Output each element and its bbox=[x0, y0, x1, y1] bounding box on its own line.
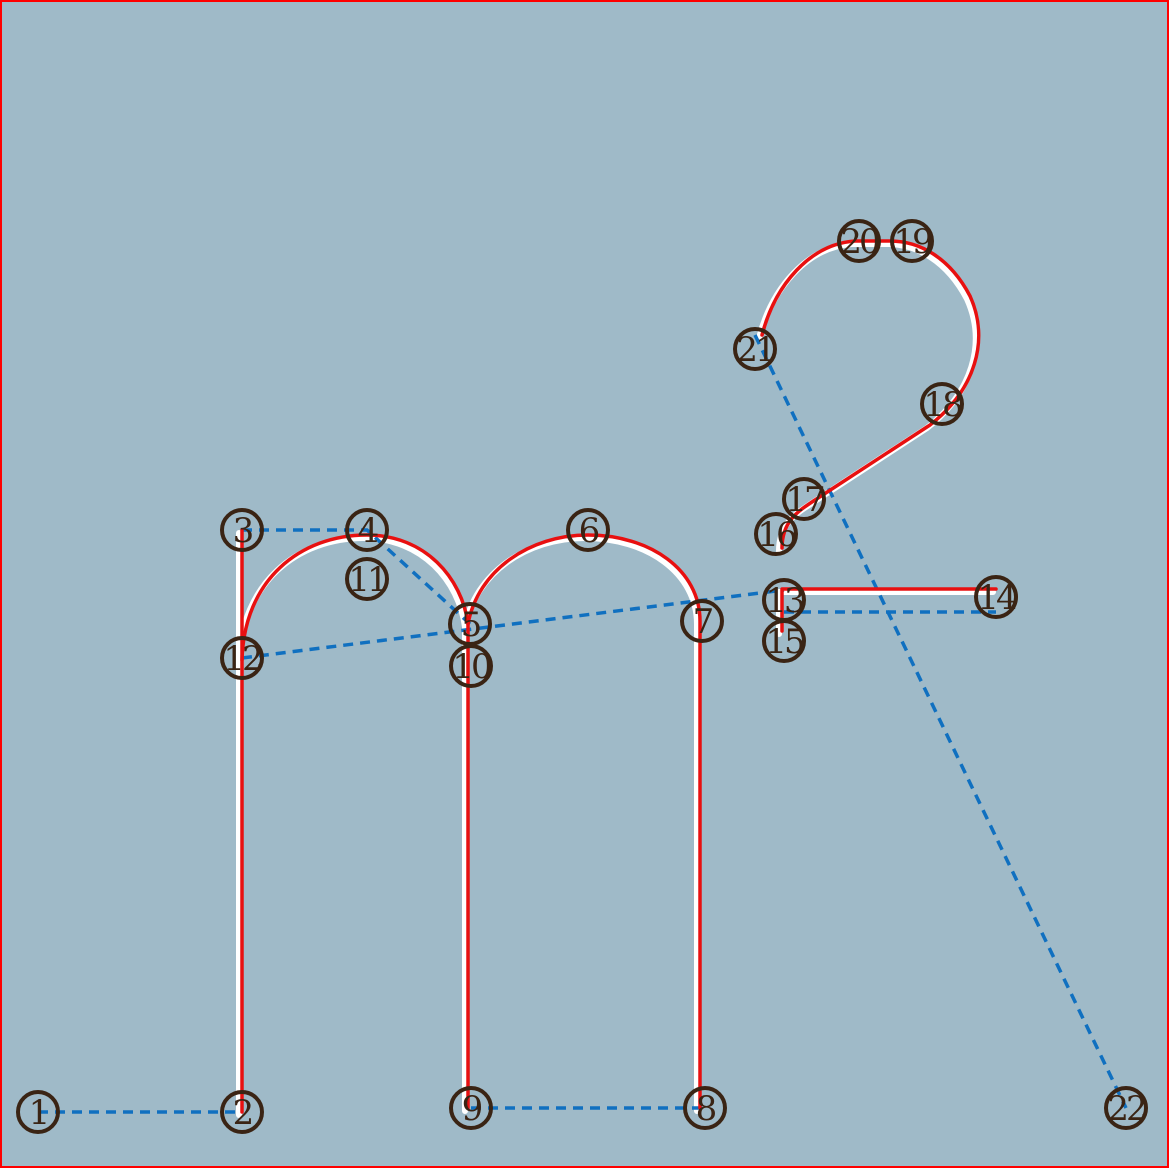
node-label: 22 bbox=[1107, 1089, 1145, 1129]
node-circle bbox=[220, 1090, 264, 1134]
node-label: 17 bbox=[785, 480, 824, 520]
node-label: 10 bbox=[452, 647, 491, 687]
node-label: 15 bbox=[765, 622, 804, 662]
node-label: 20 bbox=[840, 222, 879, 262]
node-label: 7 bbox=[693, 602, 713, 642]
node-19: 19 bbox=[890, 219, 935, 263]
pen-up-path-layer bbox=[38, 334, 1128, 1114]
node-circle bbox=[448, 602, 492, 646]
node-5: 5 bbox=[448, 602, 492, 646]
node-4: 4 bbox=[345, 508, 389, 552]
node-8: 8 bbox=[683, 1086, 727, 1130]
node-17: 17 bbox=[782, 477, 827, 521]
node-circle bbox=[449, 644, 493, 688]
node-6: 6 bbox=[566, 508, 610, 552]
node-circle bbox=[920, 382, 964, 426]
node-label: 1 bbox=[29, 1093, 48, 1133]
stroke-second-arch bbox=[466, 533, 702, 1110]
node-12: 12 bbox=[220, 636, 264, 680]
node-3: 3 bbox=[220, 508, 264, 552]
node-circle bbox=[16, 1090, 60, 1134]
node-circle bbox=[566, 508, 610, 552]
node-label: 3 bbox=[233, 511, 253, 551]
node-label: 2 bbox=[233, 1093, 252, 1133]
node-21: 21 bbox=[733, 327, 777, 371]
stroke-loop bbox=[760, 239, 981, 550]
node-label: 8 bbox=[696, 1089, 716, 1129]
node-label: 14 bbox=[977, 578, 1016, 618]
node-11: 11 bbox=[345, 557, 389, 601]
node-circle bbox=[683, 1086, 727, 1130]
node-15: 15 bbox=[762, 619, 807, 663]
jump-3-4-5 bbox=[242, 528, 472, 626]
node-label: 19 bbox=[893, 222, 932, 262]
node-circle bbox=[220, 508, 264, 552]
node-label: 9 bbox=[462, 1089, 482, 1129]
stroke-first-arch bbox=[240, 533, 470, 1110]
jump-21-22 bbox=[753, 334, 1128, 1109]
node-1: 1 bbox=[16, 1090, 60, 1134]
node-label: 4 bbox=[358, 511, 378, 551]
node-13: 13 bbox=[762, 578, 807, 622]
node-circle bbox=[449, 1086, 493, 1130]
node-circle bbox=[733, 327, 777, 371]
node-10: 10 bbox=[449, 644, 494, 688]
node-circle bbox=[974, 575, 1018, 619]
node-label: 6 bbox=[579, 511, 599, 551]
node-18: 18 bbox=[920, 382, 965, 426]
node-circle bbox=[345, 557, 389, 601]
node-label: 5 bbox=[461, 605, 481, 645]
node-14: 14 bbox=[974, 575, 1019, 619]
node-label: 18 bbox=[923, 385, 962, 425]
node-label: 11 bbox=[348, 560, 385, 600]
node-circle bbox=[837, 219, 881, 263]
stroke-crossbar bbox=[780, 587, 998, 633]
glyph-stroke-layer bbox=[240, 239, 998, 1114]
node-16: 16 bbox=[754, 512, 799, 556]
node-label: 16 bbox=[757, 515, 796, 555]
node-label: 12 bbox=[223, 639, 261, 679]
node-circle bbox=[680, 599, 724, 643]
node-20: 20 bbox=[837, 219, 882, 263]
node-circle bbox=[345, 508, 389, 552]
node-circle bbox=[762, 619, 806, 663]
node-circle bbox=[1104, 1086, 1148, 1130]
node-2: 2 bbox=[220, 1090, 264, 1134]
node-label: 13 bbox=[765, 581, 804, 621]
node-9: 9 bbox=[449, 1086, 493, 1130]
node-circle bbox=[220, 636, 264, 680]
jump-12-13 bbox=[241, 588, 785, 660]
node-7: 7 bbox=[680, 599, 724, 643]
node-22: 22 bbox=[1104, 1086, 1148, 1130]
node-label: 21 bbox=[736, 330, 773, 370]
node-circle bbox=[890, 219, 934, 263]
node-circle bbox=[754, 512, 798, 556]
node-circle bbox=[782, 477, 826, 521]
